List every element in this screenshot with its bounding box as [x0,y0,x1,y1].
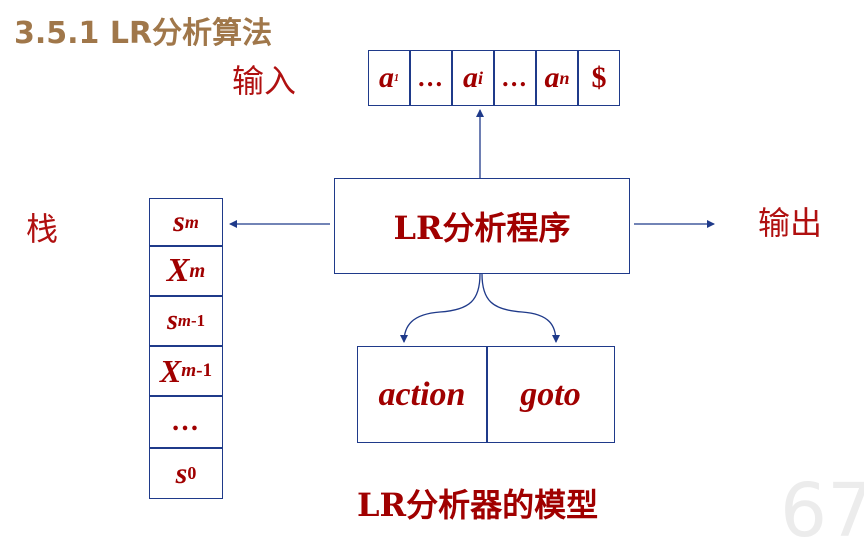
input-symbol: $ [591,61,607,94]
input-symbol: … [418,63,444,92]
lr-program-label: LR分析程序 [393,209,571,247]
stack-symbol: X [159,352,182,389]
action-table: action [378,375,466,413]
stack-subscript-var: m [181,360,197,381]
stack-symbol: X [166,252,190,289]
stack-subscript: m [184,211,199,232]
stack-symbol: s [173,205,185,238]
input-symbol: a [544,61,560,94]
stack-symbol: s [167,305,178,336]
stack-subscript: 0 [187,463,197,483]
input-symbol: a [379,61,394,94]
input-subscript: n [559,67,570,88]
stack-symbol: … [172,406,200,437]
input-cell-end-marker: $ [578,50,620,106]
page-number: 67 [780,468,864,554]
stack-subscript-offset: -1 [190,311,205,330]
input-symbol: … [502,63,528,92]
slide-title: 3.5.1 LR分析算法 [14,16,273,51]
arrow-to-goto [481,273,560,343]
stack-subscript: m-1 [178,311,205,331]
arrows [229,109,715,343]
stack-subscript-offset: -1 [196,360,213,381]
input-subscript: i [477,67,483,88]
diagram-caption: LR分析器的模型 [357,486,599,524]
stack-label: 栈 [26,210,59,248]
input-symbol: a [462,61,478,94]
table-divider [486,347,488,442]
stack-cell-ellipsis: … [149,396,223,448]
input-subscript: 1 [394,72,399,84]
stack-subscript-var: m [177,311,191,330]
goto-table: goto [520,375,581,413]
input-label: 输入 [232,62,297,100]
output-label: 输出 [758,204,823,242]
stack-symbol: s [175,456,188,490]
stack-subscript: m [189,259,206,282]
stack-subscript: m-1 [181,360,212,382]
arrow-to-action [400,273,481,343]
input-cell-ellipsis-1: … [410,50,452,106]
lr-program-box: LR分析程序 [334,178,630,274]
parse-table: action goto [357,346,615,443]
input-cell-ellipsis-2: … [494,50,536,106]
